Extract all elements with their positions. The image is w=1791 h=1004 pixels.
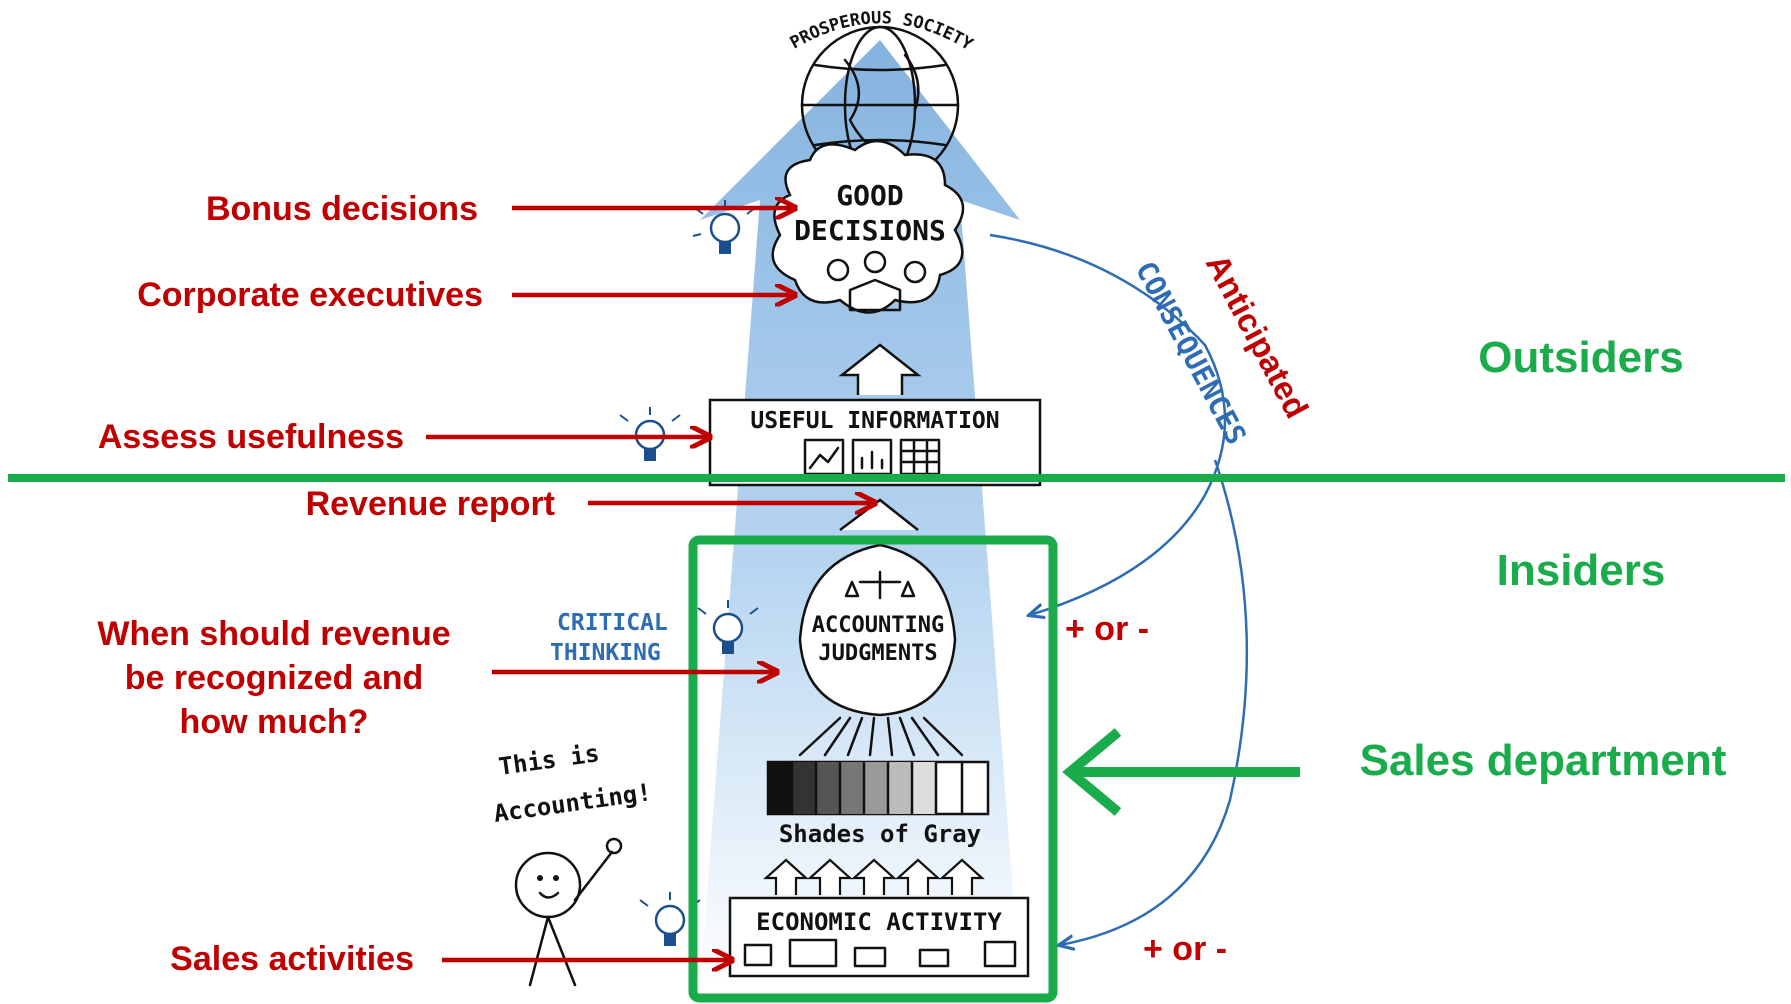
economic-activity-box	[728, 896, 1030, 978]
lightbulb-icon	[697, 600, 759, 654]
plus-minus-bottom: + or -	[1143, 930, 1227, 968]
sales-department-box	[688, 535, 1058, 1003]
sales-department-arrowhead	[1062, 728, 1122, 816]
lightbulb-icon	[692, 200, 756, 254]
accounting-judgments-circle	[798, 543, 957, 717]
shades-of-gray-bar	[766, 760, 990, 816]
assess-usefulness-label: Assess usefulness	[98, 418, 404, 456]
consequence-arrow-upper	[989, 233, 1227, 615]
shades-of-gray-label: Shades of Gray	[779, 820, 981, 848]
activity-up-arrows	[763, 858, 985, 895]
sales-activities-label: Sales activities	[170, 940, 414, 978]
this-is-label: This is	[497, 739, 601, 781]
converging-arrows	[798, 716, 964, 757]
accounting-label: ACCOUNTING	[812, 613, 944, 638]
decisions-label: DECISIONS	[794, 214, 946, 247]
up-arrow-icon	[838, 343, 922, 395]
consequence-arrow-lower	[1060, 459, 1249, 945]
lightbulb-icon	[639, 892, 701, 946]
lightbulb-icon	[619, 407, 681, 461]
good-decisions-cloud	[771, 140, 965, 314]
person-figure-icon	[514, 837, 623, 987]
when-revenue-line1: When should revenue	[97, 615, 450, 653]
useful-information-label: USEFUL INFORMATION	[750, 408, 999, 434]
insiders-label: Insiders	[1497, 546, 1666, 595]
good-label: GOOD	[836, 179, 903, 212]
revenue-report-label: Revenue report	[306, 485, 555, 523]
small-up-arrow-icon	[839, 498, 919, 531]
judgments-label: JUDGMENTS	[818, 641, 937, 666]
when-revenue-line2: be recognized and	[125, 659, 424, 697]
plus-minus-top: + or -	[1065, 610, 1149, 648]
thinking-label: THINKING	[550, 640, 661, 666]
outsiders-label: Outsiders	[1478, 333, 1683, 382]
bonus-decisions-label: Bonus decisions	[206, 190, 478, 228]
economic-activity-label: ECONOMIC ACTIVITY	[756, 908, 1002, 936]
critical-label: CRITICAL	[557, 610, 668, 636]
sales-department-label: Sales department	[1360, 736, 1727, 785]
accounting-exclaim-label: Accounting!	[492, 778, 653, 828]
when-revenue-line3: how much?	[180, 703, 369, 741]
corporate-executives-label: Corporate executives	[137, 276, 483, 314]
useful-information-box	[708, 398, 1042, 487]
